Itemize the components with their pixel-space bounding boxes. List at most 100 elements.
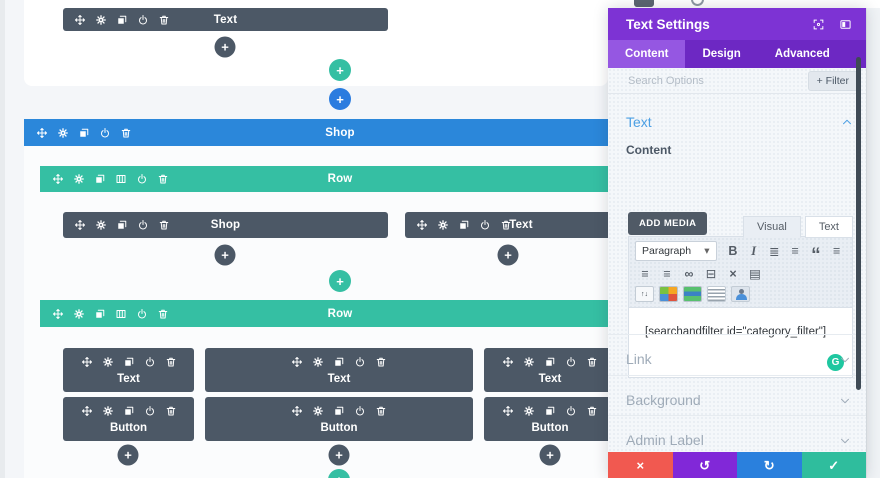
gear-icon[interactable]: [95, 14, 107, 26]
trash-icon[interactable]: [375, 405, 387, 417]
module-bar-shop[interactable]: Shop: [63, 212, 388, 238]
fullscreen-icon[interactable]: ×: [729, 266, 737, 281]
duplicate-icon[interactable]: [333, 356, 345, 368]
bullet-list-icon[interactable]: ≣: [769, 244, 780, 259]
gear-icon[interactable]: [102, 356, 114, 368]
gear-icon[interactable]: [437, 219, 449, 231]
module-bar-text-col3[interactable]: Text: [484, 348, 608, 392]
editor-content-area[interactable]: [searchandfilter id="category_filter"] G: [629, 308, 852, 378]
duplicate-icon[interactable]: [333, 405, 345, 417]
duplicate-icon[interactable]: [123, 356, 135, 368]
disable-icon[interactable]: [565, 356, 577, 368]
move-icon[interactable]: [81, 356, 93, 368]
disable-icon[interactable]: [479, 219, 491, 231]
redo-button[interactable]: ↻: [737, 452, 802, 478]
add-module-button[interactable]: +: [539, 444, 561, 466]
align-left-icon[interactable]: ≡: [832, 244, 841, 258]
gear-icon[interactable]: [57, 127, 69, 139]
disable-icon[interactable]: [137, 14, 149, 26]
editor-tab-visual[interactable]: Visual: [743, 216, 801, 238]
add-module-button[interactable]: +: [497, 244, 519, 266]
modal-header[interactable]: Text Settings: [608, 8, 866, 40]
trash-icon[interactable]: [158, 14, 170, 26]
move-icon[interactable]: [74, 219, 86, 231]
gear-icon[interactable]: [102, 405, 114, 417]
move-icon[interactable]: [502, 405, 514, 417]
tab-content[interactable]: Content: [608, 40, 686, 68]
save-button[interactable]: ✓: [801, 452, 866, 478]
more-tag-icon[interactable]: ⊟: [705, 267, 717, 281]
cancel-button[interactable]: ×: [608, 452, 673, 478]
disable-icon[interactable]: [144, 405, 156, 417]
section-background[interactable]: Background: [626, 392, 701, 408]
row-bar-1[interactable]: Row: [40, 166, 608, 192]
snap-to-side-icon[interactable]: [839, 18, 852, 31]
add-module-button[interactable]: +: [214, 36, 236, 58]
tab-design[interactable]: Design: [685, 40, 757, 68]
disable-icon[interactable]: [565, 405, 577, 417]
trash-icon[interactable]: [158, 219, 170, 231]
toolbar-toggle-icon[interactable]: ▤: [749, 267, 761, 281]
trash-icon[interactable]: [165, 405, 177, 417]
duplicate-icon[interactable]: [94, 173, 106, 185]
gear-icon[interactable]: [523, 356, 535, 368]
panel-scrollbar[interactable]: [856, 57, 861, 390]
trash-icon[interactable]: [165, 356, 177, 368]
search-options-input[interactable]: [626, 73, 808, 88]
module-bar-text-2[interactable]: Text: [405, 212, 608, 238]
move-icon[interactable]: [74, 14, 86, 26]
duplicate-icon[interactable]: [458, 219, 470, 231]
align-center-icon[interactable]: ≡: [641, 266, 649, 281]
add-media-button[interactable]: ADD MEDIA: [628, 212, 708, 235]
add-row-button[interactable]: +: [328, 469, 350, 478]
module-bar-text-col1[interactable]: Text: [63, 348, 194, 392]
trash-icon[interactable]: [375, 356, 387, 368]
numbered-list-icon[interactable]: ≡: [791, 244, 799, 258]
trash-icon[interactable]: [586, 356, 598, 368]
chevron-down-icon[interactable]: [839, 354, 851, 366]
disable-icon[interactable]: [144, 356, 156, 368]
align-right-icon[interactable]: ≡: [663, 266, 671, 281]
move-icon[interactable]: [81, 405, 93, 417]
expand-modal-icon[interactable]: [812, 18, 825, 31]
module-bar-button-col1[interactable]: Button: [63, 397, 194, 441]
move-icon[interactable]: [291, 405, 303, 417]
duplicate-icon[interactable]: [116, 219, 128, 231]
module-bar-button-col2[interactable]: Button: [205, 397, 473, 441]
duplicate-icon[interactable]: [116, 14, 128, 26]
add-module-button[interactable]: +: [328, 444, 350, 466]
avatar-plugin-icon[interactable]: [731, 286, 750, 302]
add-module-button[interactable]: +: [117, 444, 139, 466]
gear-icon[interactable]: [523, 405, 535, 417]
form-plugin-icon[interactable]: [707, 286, 726, 302]
move-icon[interactable]: [36, 127, 48, 139]
undo-button[interactable]: ↺: [672, 452, 737, 478]
gear-icon[interactable]: [312, 405, 324, 417]
row-bar-2[interactable]: Row: [40, 300, 608, 327]
add-module-button[interactable]: +: [214, 244, 236, 266]
trash-icon[interactable]: [586, 405, 598, 417]
move-icon[interactable]: [502, 356, 514, 368]
disable-icon[interactable]: [137, 219, 149, 231]
move-icon[interactable]: [416, 219, 428, 231]
shortcode-arrows-icon[interactable]: ↑↓: [635, 286, 654, 302]
section-admin-label[interactable]: Admin Label: [626, 432, 704, 448]
chevron-down-icon[interactable]: [839, 395, 851, 407]
bold-icon[interactable]: B: [728, 244, 738, 258]
disable-icon[interactable]: [99, 127, 111, 139]
blockquote-icon[interactable]: “: [811, 244, 821, 266]
move-icon[interactable]: [52, 173, 64, 185]
move-icon[interactable]: [291, 356, 303, 368]
filter-button[interactable]: + Filter: [807, 70, 858, 91]
grammarly-icon[interactable]: G: [827, 354, 844, 371]
disable-icon[interactable]: [354, 405, 366, 417]
chevron-down-icon[interactable]: [839, 435, 851, 447]
module-bar-button-col3[interactable]: Button: [484, 397, 608, 441]
add-row-button[interactable]: +: [329, 59, 351, 81]
section-bar-shop[interactable]: Shop: [24, 119, 608, 146]
module-bar-text[interactable]: Text: [63, 8, 388, 31]
gear-icon[interactable]: [95, 219, 107, 231]
gear-icon[interactable]: [73, 173, 85, 185]
disable-icon[interactable]: [136, 308, 148, 320]
duplicate-icon[interactable]: [123, 405, 135, 417]
